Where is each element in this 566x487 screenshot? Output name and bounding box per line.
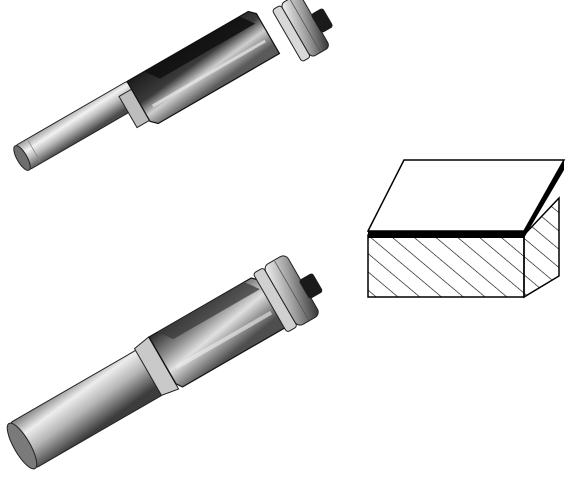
large-bit-cutter-body — [148, 277, 288, 388]
large-bit-screw — [299, 273, 323, 299]
profile-edge-band — [368, 231, 524, 238]
large-bit-shank — [6, 349, 164, 470]
large-bit-bearing — [253, 255, 319, 332]
router-bit-large — [6, 255, 323, 470]
edge-profile-diagram — [366, 159, 566, 299]
small-bit-bearing — [272, 0, 329, 62]
profile-side-face — [523, 196, 560, 299]
large-bit-transition — [133, 336, 180, 396]
small-bit-cutter-body — [126, 10, 281, 125]
router-bit-small — [13, 0, 333, 171]
small-bit-shank — [13, 81, 141, 171]
small-bit-screw — [311, 8, 333, 33]
profile-edge-band-side — [524, 160, 564, 238]
profile-top-face — [366, 159, 566, 232]
profile-front-face — [367, 234, 525, 298]
